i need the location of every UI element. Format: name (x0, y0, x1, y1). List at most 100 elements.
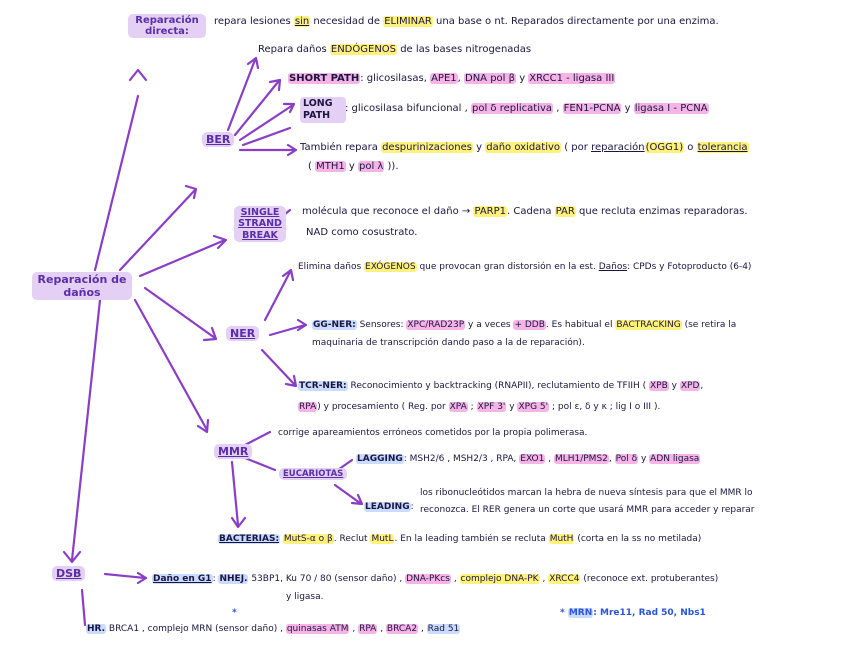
text: repara lesiones (214, 16, 294, 27)
hl-ddb: + DDB (513, 320, 546, 330)
text: ; (467, 402, 477, 412)
node-eucariotas: EUCARIOTAS (279, 468, 348, 480)
gg-ner-label: GG-NER: (312, 320, 357, 330)
arrow-ber-endogenos (226, 56, 260, 132)
arrow-ber-short (233, 78, 282, 137)
text: y (668, 381, 680, 391)
text: ) y procesamiento ( Reg. por (317, 402, 449, 412)
text: : (212, 574, 216, 584)
text: (corta en la ss no metilada) (574, 534, 702, 544)
hl-adn-ligasa: ADN ligasa (649, 454, 701, 464)
arrow-root-to-ner (143, 286, 218, 342)
text: (reconoce ext. protuberantes) (580, 574, 719, 584)
ner-gg-line2: maquinaria de transcripción dando paso a… (312, 338, 585, 348)
hl-dano-oxidativo: daño oxidativo (485, 142, 562, 153)
dsb-nhej-line2: y ligasa. (286, 592, 324, 602)
hl-quinasas-atm: quinasas ATM (285, 624, 350, 634)
text: , (608, 454, 615, 464)
text: ( (308, 161, 316, 172)
hl-xpd: XPD (679, 381, 701, 391)
text: , (377, 624, 386, 634)
ber-tambien: También repara despurinizaciones y daño … (300, 142, 749, 155)
dsb-mrn-note: * MRN: Mre11, Rad 50, Nbs1 (560, 608, 706, 619)
hl-mlh1: MLH1/PMS2 (553, 454, 609, 464)
text: . En la leading también se recluta (394, 534, 549, 544)
arrow-ber-long2 (241, 126, 292, 147)
text: )). (384, 161, 399, 172)
text: y (506, 402, 518, 412)
arrow-root-to-ssb (138, 234, 228, 278)
hl-mutl: MutL (370, 534, 395, 544)
node-ber: BER (202, 132, 235, 147)
text: : CPDs y Fotoproducto (6-4) (627, 262, 752, 272)
text: . Cadena (507, 206, 555, 217)
text: una base o nt. Reparados directamente po… (432, 16, 719, 27)
text: y (472, 142, 486, 153)
hl-dna-pol-b: DNA pol β (464, 73, 517, 84)
hl-rad51: Rad 51 (426, 624, 461, 634)
text: : glicosilasas, (360, 73, 431, 84)
tcr-ner-label: TCR-NER: (298, 381, 348, 391)
mmr-leading-1: los ribonucleótidos marcan la hebra de n… (420, 488, 753, 498)
arrow-ner-tcr (260, 348, 298, 388)
text: y (345, 161, 358, 172)
dsb-hr: HR. BRCA1 , complejo MRN (sensor daño) ,… (86, 624, 461, 635)
ber-tambien-2: ( MTH1 y pol λ )). (308, 161, 399, 174)
hl-ligasa1: ligasa I - PCNA (633, 103, 709, 114)
reparacion: reparación (591, 142, 645, 153)
text: que recluta enzimas reparadoras. (575, 206, 748, 217)
mrn-label: MRN (567, 608, 594, 618)
hr-label: HR. (86, 624, 107, 634)
dsb-mrn-star: * (232, 608, 237, 618)
arrow-ner-gg (268, 318, 308, 337)
hl-xpg: XPG 5' (517, 402, 550, 412)
mmr-intro: corrige apareamientos erróneos cometidos… (278, 428, 588, 438)
text: 53BP1, Ku 70 / 80 (sensor daño) , (248, 574, 406, 584)
text: , (457, 73, 464, 84)
text: Reconocimiento y backtracking (RNAPII), … (347, 381, 650, 391)
hl-complejo-dna-pk: complejo DNA-PK (459, 574, 540, 584)
text: BRCA1 , complejo MRN (sensor daño) , (106, 624, 286, 634)
text: También repara (300, 142, 382, 153)
dsb-nhej: Daño en G1: NHEJ. 53BP1, Ku 70 / 80 (sen… (152, 574, 718, 585)
hl-muth: MutH (548, 534, 575, 544)
text: y (621, 103, 634, 114)
mmr-leading-label: LEADING: (364, 502, 414, 513)
text: , (700, 381, 704, 391)
text: y (638, 454, 650, 464)
text: , (545, 454, 554, 464)
ner-gg: GG-NER: Sensores: XPC/RAD23P y a veces +… (312, 320, 736, 331)
nhej-label: NHEJ. (218, 574, 249, 584)
node-single-strand-break: SINGLE STRAND BREAK (234, 206, 286, 243)
text: : glicosilasa bifuncional (345, 103, 462, 114)
ssb-line2: NAD como cosustrato. (306, 227, 418, 238)
short-path-label: SHORT PATH (288, 73, 361, 84)
text: de las bases nitrogenadas (397, 44, 532, 55)
hl-rpa: RPA (298, 402, 318, 412)
hl-backtracking: BACTRACKING (615, 320, 682, 330)
mmr-lagging: LAGGING: MSH2/6 , MSH2/3 , RPA, EXO1 , M… (356, 454, 701, 465)
arrow-dsb-g1 (103, 571, 148, 585)
arrow-ner-exogenos (263, 268, 295, 322)
arrow-mmr-bact (230, 460, 247, 529)
hl-muts: MutS-α o β (282, 534, 334, 544)
node-ner: NER (226, 326, 260, 341)
ner-tcr-line2: RPA) y procesamiento ( Reg. por XPA ; XP… (298, 402, 660, 413)
text: y a veces (465, 320, 514, 330)
ber-long-path: : glicosilasa bifuncional , pol δ replic… (345, 103, 709, 116)
hl-pol-d: Pol δ (614, 454, 639, 464)
arrow-euc-leading (333, 483, 364, 506)
hl-dna-pkcs: DNA-PKcs (405, 574, 451, 584)
hl-xpc: XPC/RAD23P (406, 320, 466, 330)
hl-xpf: XPF 3' (476, 402, 507, 412)
text: * (560, 608, 568, 618)
arrow-dsb-hr (80, 588, 87, 627)
hl-pol-l: pol λ (358, 161, 385, 172)
text: . Es habitual el (545, 320, 616, 330)
node-reparacion-danos: Reparación de daños (32, 272, 132, 300)
hl-xrcc1: XRCC1 - ligasa III (528, 73, 616, 84)
text: Elimina daños (298, 262, 365, 272)
hl-brca2: BRCA2 (385, 624, 419, 634)
lagging-label: LAGGING (356, 454, 404, 464)
hl-eliminar: ELIMINAR (383, 16, 433, 27)
